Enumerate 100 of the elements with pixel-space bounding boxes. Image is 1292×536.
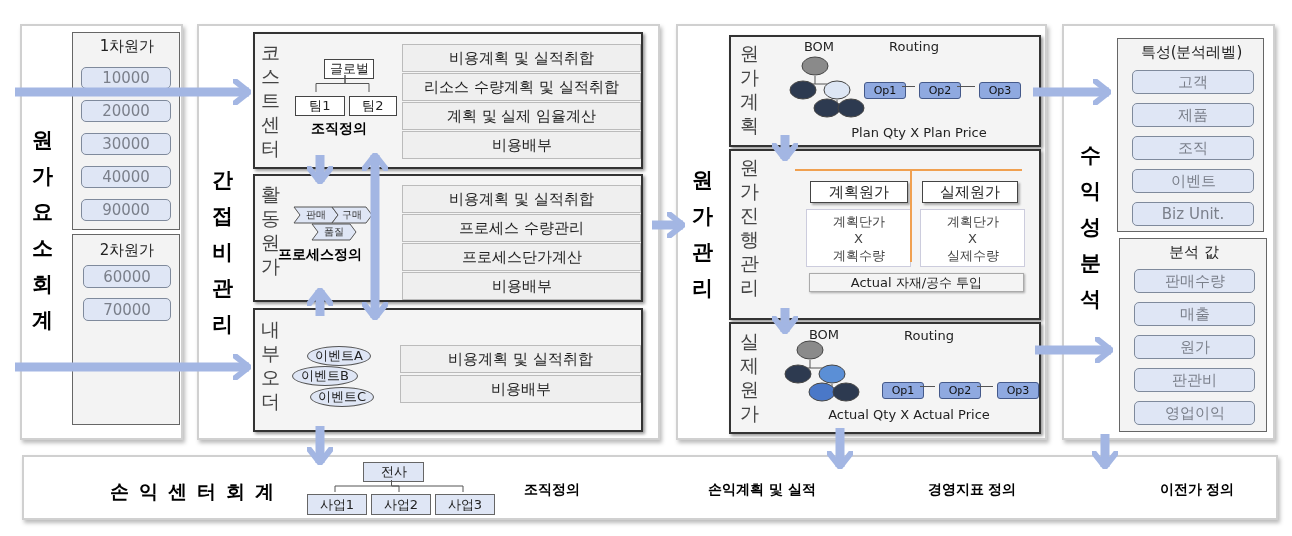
task-row: 비용배부 <box>402 131 641 159</box>
value-chip: 10000 <box>81 67 171 89</box>
section-panel <box>1062 24 1275 440</box>
value-chip: 이벤트 <box>1132 169 1254 193</box>
value-chip: 조직 <box>1132 136 1254 160</box>
arrow <box>15 78 252 106</box>
caption-text: 경영지표 정의 <box>926 481 1018 499</box>
task-row: 비용계획 및 실적취합 <box>402 185 641 213</box>
section-title: 원가계획 <box>738 41 760 137</box>
op-box: Op3 <box>979 82 1021 99</box>
cost-type-header: 계획원가 <box>810 181 908 203</box>
arrow <box>306 287 334 316</box>
value-chip: 판관비 <box>1134 368 1255 392</box>
group-heading: 분석 값 <box>1168 243 1220 262</box>
area-box <box>253 32 643 169</box>
value-chip: 판매수량 <box>1134 269 1255 293</box>
value-chip: 90000 <box>81 199 171 221</box>
event-ellipse: 이벤트B <box>292 366 358 386</box>
group-heading: 2차원가 <box>98 241 156 260</box>
arrow <box>826 428 854 470</box>
group-box <box>1117 38 1264 232</box>
caption-text: Plan Qty X Plan Price <box>850 125 988 140</box>
connector-line <box>919 386 936 387</box>
area-box <box>253 308 643 432</box>
process-step: 품질 <box>312 224 356 240</box>
org-box: 전사 <box>363 462 424 482</box>
task-row: 비용배부 <box>402 272 641 300</box>
op-box: Op2 <box>919 82 961 99</box>
caption-text: 프로세스정의 <box>278 246 363 262</box>
op-box: Op2 <box>939 382 981 399</box>
area-box <box>729 35 1041 147</box>
value-chip: 60000 <box>83 265 171 288</box>
group-heading: 특성(분석레벨) <box>1139 43 1244 62</box>
caption-text: BOM <box>807 327 841 342</box>
task-row: 비용배부 <box>400 375 641 403</box>
input-bar: Actual 자재/공수 투입 <box>809 273 1024 292</box>
formula-box: 계획단가 X 계획수량 <box>806 209 911 267</box>
section-title: 수익성분석 <box>1078 142 1102 313</box>
caption-text: BOM <box>802 39 836 54</box>
connector-line <box>956 86 976 87</box>
section-panel <box>20 24 183 440</box>
arrow <box>1091 434 1119 470</box>
org-box: 팀1 <box>295 96 345 116</box>
caption-text: Actual Qty X Actual Price <box>827 407 991 422</box>
section-title: 실제원가 <box>738 329 760 425</box>
arrow <box>771 135 799 162</box>
arrow <box>652 211 686 239</box>
org-box: 팀2 <box>349 96 397 116</box>
org-box: 글로벌 <box>324 59 374 79</box>
caption-text: Routing <box>903 328 955 343</box>
caption-text: Routing <box>888 39 940 54</box>
section-title: 코스트센터 <box>259 40 281 160</box>
value-chip: 매출 <box>1134 302 1255 326</box>
process-step: 판매 <box>294 207 338 223</box>
section-panel <box>676 24 1047 440</box>
connector-line <box>901 86 916 87</box>
caption-text: 조직정의 <box>523 481 581 499</box>
area-box <box>729 322 1041 434</box>
section-title: 내부오더 <box>259 317 281 413</box>
process-step: 구매 <box>332 207 372 223</box>
arrow <box>1035 336 1114 364</box>
org-box: 사업3 <box>435 494 495 515</box>
arrow <box>306 155 334 185</box>
value-chip: 30000 <box>81 133 171 155</box>
group-heading: 1차원가 <box>98 37 156 56</box>
connector-line <box>976 386 994 387</box>
section-panel <box>197 24 660 440</box>
arrow <box>1033 78 1112 106</box>
task-row: 계획 및 실제 임율계산 <box>402 102 641 130</box>
value-chip: 영업이익 <box>1134 401 1255 425</box>
connector-line <box>344 74 370 93</box>
section-title: 활동원가 <box>259 182 280 278</box>
caption-text: 손익계획 및 실적 <box>707 481 817 499</box>
formula-box: 계획단가 X 실제수량 <box>920 209 1025 267</box>
section-panel <box>22 455 1278 520</box>
event-ellipse: 이벤트A <box>307 346 371 366</box>
value-chip: 원가 <box>1134 335 1255 359</box>
area-box <box>729 149 1041 320</box>
task-row: 리소스 수량계획 및 실적취합 <box>402 73 641 101</box>
value-chip: Biz Unit. <box>1132 202 1254 226</box>
task-row: 프로세스 수량관리 <box>402 214 641 242</box>
cost-type-header: 실제원가 <box>922 181 1018 203</box>
section-title: 간접비관리 <box>210 167 234 338</box>
value-chip: 20000 <box>81 100 171 122</box>
task-row: 비용계획 및 실적취합 <box>402 44 641 72</box>
caption-text: 이전가 정의 <box>1158 481 1236 499</box>
task-row: 프로세스단가계산 <box>402 243 641 271</box>
value-chip: 70000 <box>83 298 171 321</box>
section-title: 원가관리 <box>690 167 714 302</box>
group-box <box>1119 238 1267 432</box>
value-chip: 고객 <box>1132 70 1254 94</box>
value-chip: 제품 <box>1132 103 1254 127</box>
arrow <box>15 353 252 381</box>
op-box: Op3 <box>997 382 1039 399</box>
event-ellipse: 이벤트C <box>310 387 374 407</box>
op-box: Op1 <box>882 382 924 399</box>
group-box <box>72 32 180 230</box>
arrow <box>361 152 389 321</box>
org-box: 사업2 <box>371 494 431 515</box>
arrow <box>771 308 799 335</box>
